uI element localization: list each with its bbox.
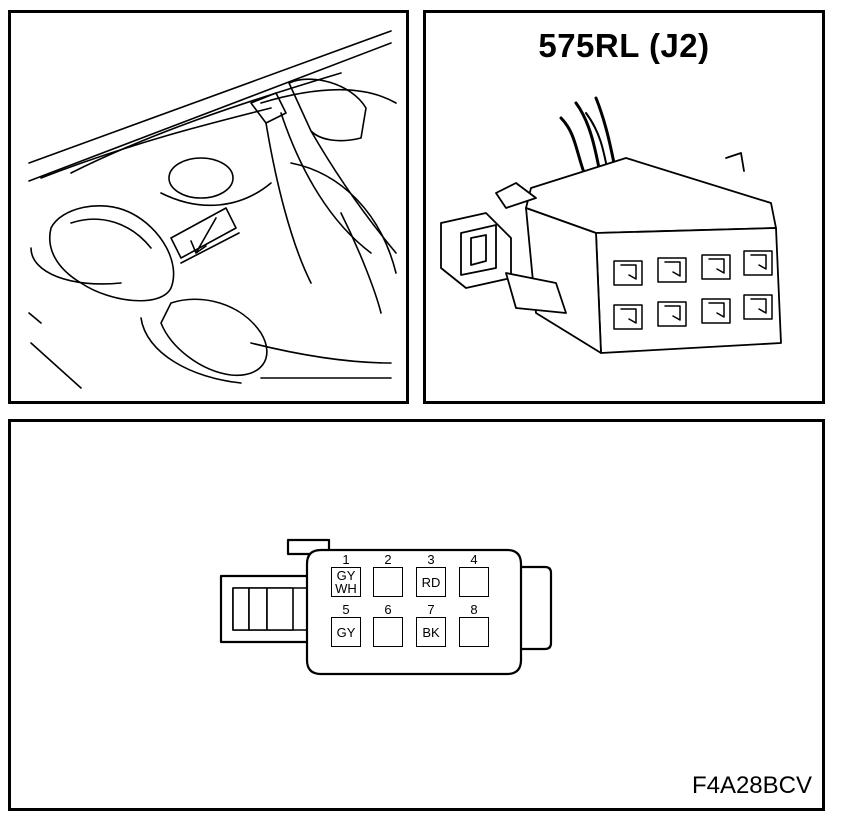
connector-perspective-panel: 575RL (J2) — [423, 10, 825, 404]
wire-color: GY — [336, 624, 356, 640]
pin-number: 5 — [342, 602, 350, 617]
wire-color: BK — [422, 624, 440, 640]
connector-face-outline — [219, 538, 553, 676]
pin-cavity-6 — [373, 617, 403, 647]
pin-number: 8 — [470, 602, 478, 617]
location-view-panel — [8, 10, 409, 404]
pin-number: 6 — [384, 602, 392, 617]
wire-color: RD — [421, 574, 441, 590]
pinout-panel: 1 2 3 4 5 6 7 8 GY WH RD GY BK F4A28BCV — [8, 419, 825, 811]
pin-number: 7 — [427, 602, 435, 617]
connector-title: 575RL (J2) — [538, 27, 710, 64]
pin-cavity-5: GY — [331, 617, 361, 647]
pin-number: 4 — [470, 552, 478, 567]
pin-cavity-8 — [459, 617, 489, 647]
wire-color: WH — [335, 581, 357, 596]
pin-cavity-2 — [373, 567, 403, 597]
pin-cavity-1: GY WH — [331, 567, 361, 597]
connector-3d-illustration — [440, 96, 782, 354]
figure-id: F4A28BCV — [691, 772, 812, 799]
pin-number: 1 — [342, 552, 350, 567]
pin-cavity-3: RD — [416, 567, 446, 597]
wire-color: GY — [336, 568, 356, 583]
vehicle-interior-illustration — [28, 30, 397, 389]
pin-number: 2 — [384, 552, 392, 567]
pin-cavity-7: BK — [416, 617, 446, 647]
pin-number: 3 — [427, 552, 435, 567]
pin-cavity-4 — [459, 567, 489, 597]
